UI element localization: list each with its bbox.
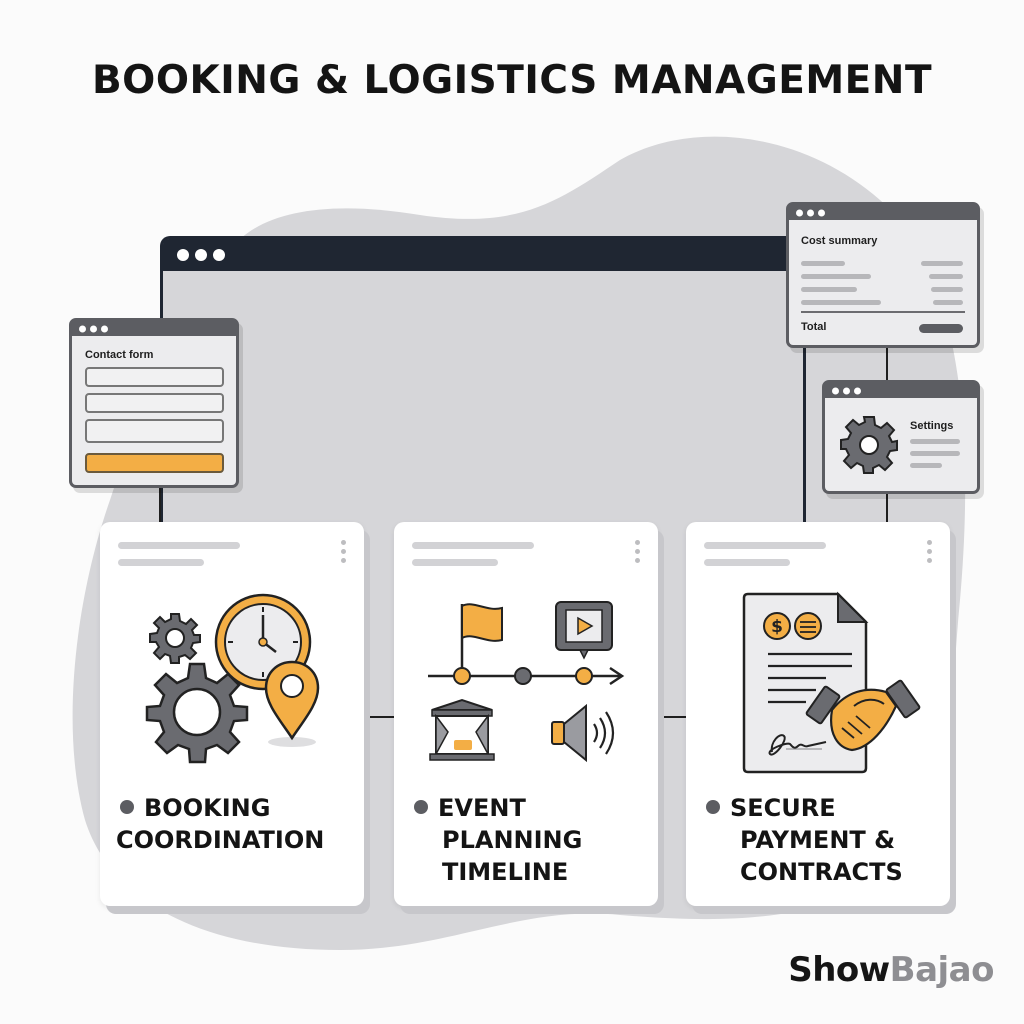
connector-line	[366, 716, 394, 718]
settings-window: Settings	[822, 380, 980, 494]
timeline-icon	[428, 666, 625, 686]
card-placeholder-line	[704, 559, 790, 566]
booking-illustration	[145, 593, 320, 764]
cost-line-amount	[929, 274, 963, 279]
card-booking-coordination[interactable]: BOOKING COORDINATION	[100, 522, 364, 906]
settings-line	[910, 451, 960, 456]
card-title-line: CONTRACTS	[740, 858, 903, 886]
card-placeholder-line	[412, 542, 534, 549]
video-play-icon	[555, 601, 613, 660]
connector-line	[886, 488, 888, 524]
window-titlebar	[825, 383, 977, 398]
window-dots-icon	[79, 325, 108, 332]
signature-icon	[768, 734, 827, 756]
contact-email-field[interactable]	[85, 393, 224, 413]
gear-icon	[145, 662, 249, 764]
cost-line-amount	[931, 287, 963, 292]
window-dots-icon	[177, 249, 225, 261]
contact-name-field[interactable]	[85, 367, 224, 387]
window-titlebar	[72, 321, 236, 336]
dollar-coin-icon: $	[763, 612, 822, 640]
main-browser-window	[160, 236, 806, 529]
speaker-icon	[551, 703, 615, 763]
settings-line	[910, 439, 960, 444]
window-titlebar	[789, 205, 977, 220]
cost-total-value	[919, 324, 963, 333]
contact-form-label: Contact form	[85, 349, 154, 361]
card-placeholder-line	[118, 542, 240, 549]
contact-message-field[interactable]	[85, 419, 224, 443]
bullet-icon	[414, 800, 428, 814]
settings-line	[910, 463, 942, 468]
card-secure-payment-contracts[interactable]: $ SECURE PAYMENT & CONTRACTS	[686, 522, 950, 906]
card-title-line: TIMELINE	[442, 858, 569, 886]
brand-part-1: Show	[788, 950, 890, 990]
cost-total-label: Total	[801, 321, 827, 333]
gear-icon	[840, 416, 898, 474]
card-placeholder-line	[704, 542, 826, 549]
card-title-line: SECURE	[730, 794, 836, 822]
cost-line-amount	[933, 300, 963, 305]
card-title: EVENT PLANNING TIMELINE	[414, 792, 582, 888]
window-dots-icon	[796, 209, 825, 216]
cost-summary-label: Cost summary	[801, 235, 878, 247]
card-placeholder-line	[118, 559, 204, 566]
svg-text:$: $	[771, 617, 783, 637]
brand-logo: ShowBajao	[788, 950, 994, 990]
cost-line-amount	[921, 261, 963, 266]
main-window-titlebar	[163, 239, 803, 271]
connector-line	[886, 342, 888, 382]
card-title-line: EVENT	[438, 794, 526, 822]
contact-submit-button[interactable]	[85, 453, 224, 473]
card-title: BOOKING COORDINATION	[116, 792, 324, 856]
cost-line-item	[801, 261, 845, 266]
location-pin-icon	[264, 660, 320, 747]
connector-line	[656, 716, 686, 718]
event-illustration	[428, 601, 625, 763]
bullet-icon	[706, 800, 720, 814]
stage-icon	[429, 698, 495, 761]
card-title-line: PLANNING	[442, 826, 583, 854]
cost-line-item	[801, 287, 857, 292]
kebab-menu-icon[interactable]	[927, 540, 932, 563]
settings-label: Settings	[910, 420, 954, 432]
cost-line-item	[801, 274, 871, 279]
window-dots-icon	[832, 387, 861, 394]
card-title-line: COORDINATION	[116, 826, 325, 854]
card-placeholder-line	[412, 559, 498, 566]
card-title: SECURE PAYMENT & CONTRACTS	[706, 792, 903, 888]
card-title-line: PAYMENT &	[740, 826, 896, 854]
payment-illustration: $	[742, 591, 921, 774]
kebab-menu-icon[interactable]	[341, 540, 346, 563]
connector-line	[159, 480, 161, 524]
cost-summary-window: Cost summary Total	[786, 202, 980, 348]
cost-line-item	[801, 300, 881, 305]
bullet-icon	[120, 800, 134, 814]
card-title-line: BOOKING	[144, 794, 271, 822]
brand-part-2: Bajao	[889, 950, 995, 990]
page-title: BOOKING & LOGISTICS MANAGEMENT	[91, 58, 933, 103]
flag-icon	[460, 603, 503, 668]
card-event-planning-timeline[interactable]: EVENT PLANNING TIMELINE	[394, 522, 658, 906]
handshake-icon	[805, 679, 921, 752]
gear-icon	[149, 613, 201, 664]
cost-divider	[801, 311, 965, 313]
kebab-menu-icon[interactable]	[635, 540, 640, 563]
contact-form-window: Contact form	[69, 318, 239, 488]
